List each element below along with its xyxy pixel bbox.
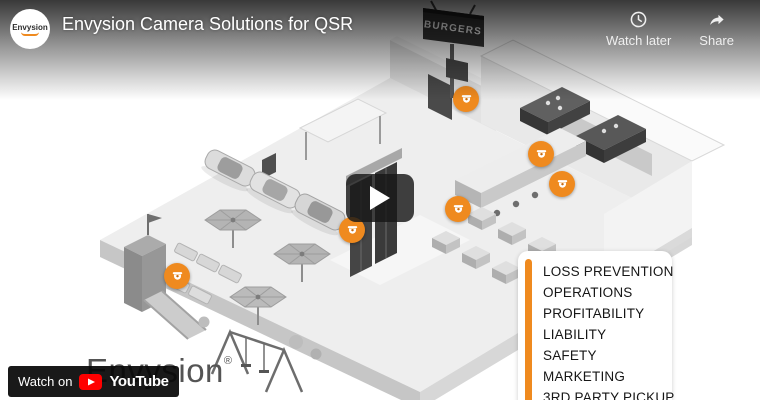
feature-item: PROFITABILITY [543,306,645,321]
feature-item: MARKETING [543,369,626,384]
watch-later-label: Watch later [606,33,672,48]
features-list: LOSS PREVENTION OPERATIONS PROFITABILITY LI… [543,261,675,400]
features-card: LOSS PREVENTION OPERATIONS PROFITABILITY LI… [518,251,675,400]
playground [124,214,345,393]
youtube-wordmark: YouTube [109,373,169,390]
registered-mark: ® [223,355,233,367]
umbrella [273,243,331,282]
share-button[interactable]: Share [699,10,734,48]
drive-thru-car [246,171,301,214]
feature-item: LIABILITY [543,327,607,342]
feature-item: LOSS PREVENTION [543,264,674,279]
share-icon [707,10,726,29]
drive-thru-car [201,149,256,192]
dining-tables [432,207,556,284]
feature-item: 3RD PARTY PICKUP [543,390,675,400]
umbrella [229,286,287,325]
patio-umbrellas [166,209,331,325]
youtube-logo-icon [79,373,103,390]
watch-on-youtube-button[interactable]: Watch on YouTube [8,366,179,397]
player-header: Envysion Envysion Camera Solutions for Q… [0,0,760,58]
clock-icon [629,10,648,29]
header-actions: Watch later Share [606,9,734,48]
video-title[interactable]: Envysion Camera Solutions for QSR [62,14,354,34]
watch-later-button[interactable]: Watch later [606,10,671,48]
feature-item: SAFETY [543,348,597,363]
drive-thru [201,98,388,236]
feature-item: OPERATIONS [543,285,633,300]
drive-thru-car [291,193,346,236]
channel-avatar-text: Envysion [12,22,48,32]
share-label: Share [699,33,734,48]
avatar-swoosh [21,32,39,36]
channel-avatar[interactable]: Envysion [10,9,50,49]
watch-on-label: Watch on [18,374,73,389]
play-icon [369,185,391,211]
umbrella [204,209,262,248]
play-button[interactable] [346,174,414,222]
